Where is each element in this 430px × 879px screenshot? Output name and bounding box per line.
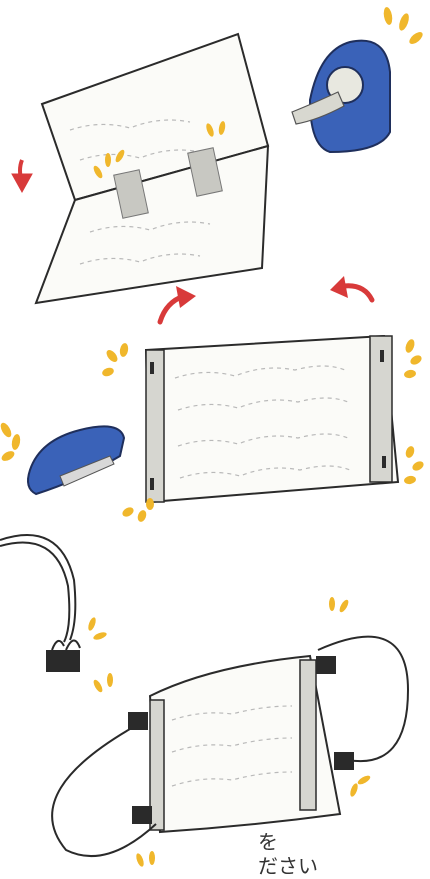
fold-arrow-icon	[176, 286, 196, 308]
fold-arrow-icon	[12, 160, 32, 192]
finished-mask	[52, 637, 408, 856]
sparkle-icon	[0, 421, 21, 463]
binder-clip-icon	[46, 640, 80, 672]
stapler-icon	[28, 426, 124, 494]
stapled-sheet-step2	[146, 336, 398, 502]
folded-paper-step1	[36, 34, 268, 303]
sparkle-icon	[382, 6, 424, 46]
rubber-band-with-clip	[0, 535, 75, 642]
sparkle-icon	[87, 616, 108, 641]
caption-line-2: ださい	[258, 850, 318, 879]
fold-arrow-icon	[330, 276, 348, 298]
tape-dispenser-icon	[292, 41, 390, 152]
